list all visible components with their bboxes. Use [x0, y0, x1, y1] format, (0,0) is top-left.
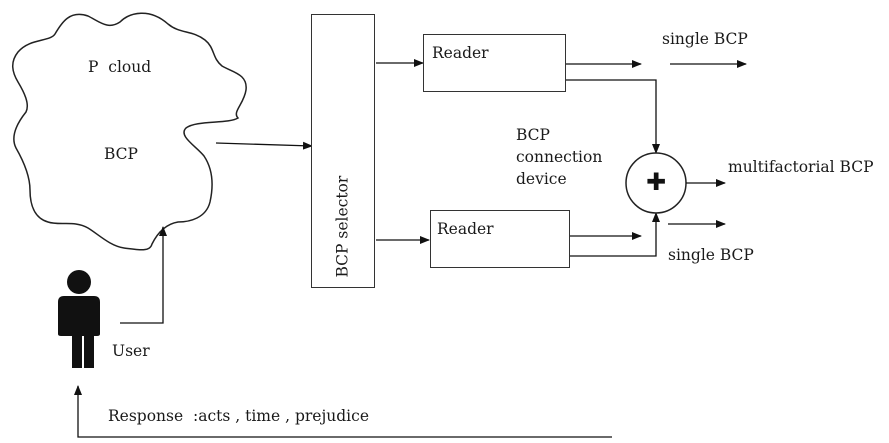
plus-icon: ✚ [645, 168, 667, 196]
connection-device-line2: connection [516, 148, 603, 166]
user-label: User [112, 342, 150, 360]
user-to-cloud-arrow [120, 226, 167, 324]
single-bcp-top-label: single BCP [662, 30, 748, 48]
cloud-bcp-label: BCP [104, 145, 138, 163]
feedback-arrow [74, 385, 612, 438]
reader-bottom-to-connector-arrow [570, 212, 660, 257]
p-cloud-shape [12, 12, 247, 251]
reader-top-label: Reader [432, 44, 489, 62]
multifactorial-bcp-label: multifactorial BCP [728, 158, 874, 176]
reader-bottom-label: Reader [437, 220, 494, 238]
bcp-selector-box [311, 14, 375, 288]
connection-device-line3: device [516, 170, 567, 188]
cloud-to-selector-arrow [215, 141, 313, 150]
reader-top-box [423, 34, 566, 92]
reader-bottom-box [430, 210, 570, 268]
single-bcp-bottom-label: single BCP [668, 246, 754, 264]
user-person-icon [58, 270, 100, 368]
reader-top-to-connector-arrow [566, 79, 660, 154]
connection-device-line1: BCP [516, 126, 550, 144]
bcp-selector-label: BCP selector [333, 175, 352, 278]
feedback-label: Response :acts , time , prejudice [108, 407, 369, 425]
cloud-title: P cloud [88, 58, 152, 76]
